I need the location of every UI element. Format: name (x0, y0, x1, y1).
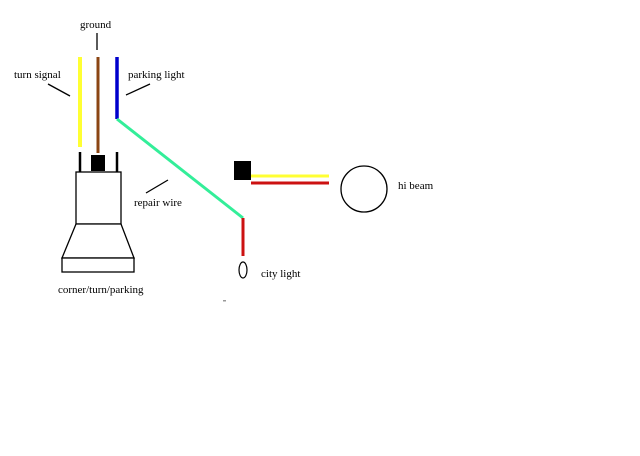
socket-ground-terminal (91, 155, 105, 171)
parking-light-label: parking light (128, 69, 185, 81)
socket-base (61, 257, 135, 273)
repair-wire-leader-line (145, 179, 169, 194)
city-light-bulb (238, 261, 248, 279)
repair-wire-label: repair wire (134, 197, 182, 209)
turn-signal-leader-line (47, 83, 71, 97)
turn-signal-label: turn signal (14, 69, 61, 81)
ground-label: ground (80, 19, 112, 31)
hi-beam-connector (234, 161, 251, 180)
socket-flare (61, 223, 135, 259)
hi-beam-lamp (340, 165, 388, 213)
repair-wire (116, 117, 244, 220)
hi-beam-label: hi beam (398, 180, 434, 192)
socket-body (75, 171, 122, 225)
city-light-label: city light (261, 268, 300, 280)
stray-dot (223, 300, 226, 302)
parking-light-leader-line (125, 83, 151, 96)
socket-label: corner/turn/parking (58, 284, 144, 296)
